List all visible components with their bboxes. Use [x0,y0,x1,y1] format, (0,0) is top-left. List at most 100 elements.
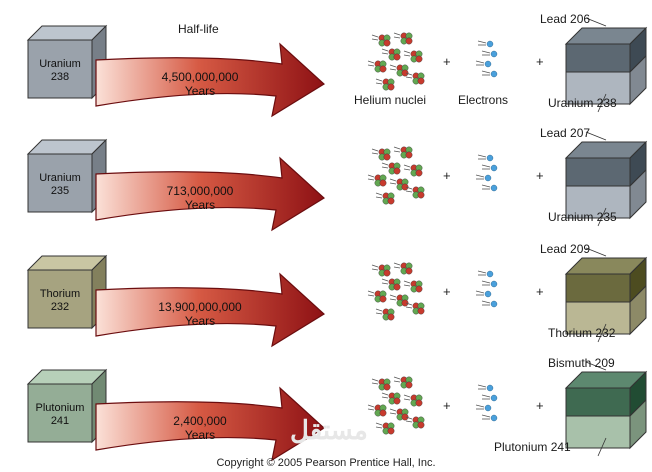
half-life-unit: Years [184,198,216,212]
leader-line [597,207,607,227]
helium-nucleus [389,178,409,191]
half-life-number: 13,900,000,000 [158,300,242,314]
electron [477,40,494,48]
electrons-label: Electrons [458,93,509,107]
watermark-logo: مستقل [290,415,368,445]
electron [475,404,492,412]
arrow-shape [95,386,325,462]
cube-face [565,415,631,449]
electrons-icon [475,384,498,422]
half-life-arrow [95,386,325,462]
helium-nucleus [367,404,387,417]
copyright-footer: Copyright © 2005 Pearson Prentice Hall, … [216,457,436,469]
helium-nucleus [389,64,409,77]
cube-face [565,273,631,303]
parent-element: Plutonium [35,402,85,414]
electron [477,384,494,392]
helium-nucleus [367,174,387,187]
half-life-unit: Years [184,84,216,98]
helium-nucleus [393,32,413,45]
daughter-label: Lead 209 [540,242,591,256]
arrow-shape [95,272,325,348]
leader-line [585,17,607,27]
plus-sign: + [536,54,544,69]
helium-nucleus [375,192,395,205]
helium-nucleus [405,186,425,199]
plus-sign: + [443,54,451,69]
electron [481,50,498,58]
helium-nucleus [375,78,395,91]
helium-nucleus [405,72,425,85]
half-life-number: 4,500,000,000 [161,70,239,84]
leader-line [597,323,607,343]
electron [481,394,498,402]
helium-nucleus [371,34,391,47]
helium-nucleus [375,422,395,435]
remaining-isotope-label: Uranium 235 [548,210,617,224]
cube-face [629,168,647,220]
helium-nucleus [381,392,401,405]
plus-sign: + [443,168,451,183]
electrons-icon [475,154,498,192]
half-life-unit: Years [184,314,216,328]
helium-nucleus [381,278,401,291]
plus-sign: + [536,398,544,413]
remaining-isotope-label: Uranium 238 [548,96,617,110]
parent-mass: 232 [50,301,70,313]
helium-nucleus [403,394,423,407]
helium-nucleus [367,60,387,73]
electron [477,270,494,278]
leader-line [597,93,607,113]
electron [481,184,498,192]
helium-nucleus [375,308,395,321]
parent-mass: 238 [50,71,70,83]
product-cube [564,131,648,227]
plus-sign: + [443,398,451,413]
half-life-unit: Years [184,428,216,442]
electron [481,280,498,288]
parent-element: Uranium [39,58,81,70]
helium-nuclei-label: Helium nuclei [354,93,427,107]
helium-nucleus [371,264,391,277]
electron [477,154,494,162]
electrons-icon [475,40,498,78]
cube-face [565,43,631,73]
helium-nucleus [405,302,425,315]
helium-nucleus [393,262,413,275]
helium-nucleus [371,148,391,161]
helium-nucleus [405,416,425,429]
parent-element: Uranium [39,172,81,184]
cube-face [629,284,647,336]
daughter-label: Lead 206 [540,12,591,26]
helium-nucleus [403,280,423,293]
half-life-arrow [95,42,325,118]
helium-nucleus [393,146,413,159]
helium-nucleus [381,48,401,61]
electron [481,300,498,308]
electron [481,414,498,422]
half-life-header: Half-life [178,22,219,36]
helium-nuclei-icon [367,262,425,321]
arrow-shape [95,156,325,232]
helium-nucleus [389,408,409,421]
cube-face [565,157,631,187]
helium-nucleus [389,294,409,307]
electron [481,70,498,78]
helium-nucleus [381,162,401,175]
half-life-number: 713,000,000 [166,184,234,198]
plus-sign: + [536,284,544,299]
helium-nucleus [393,376,413,389]
half-life-arrow [95,156,325,232]
daughter-label: Bismuth 209 [548,356,615,370]
parent-mass: 241 [50,415,70,427]
cube-face [629,398,647,450]
remaining-isotope-label: Thorium 232 [548,326,616,340]
helium-nuclei-icon [367,32,425,91]
arrow-shape [95,42,325,118]
cube-face [629,54,647,106]
